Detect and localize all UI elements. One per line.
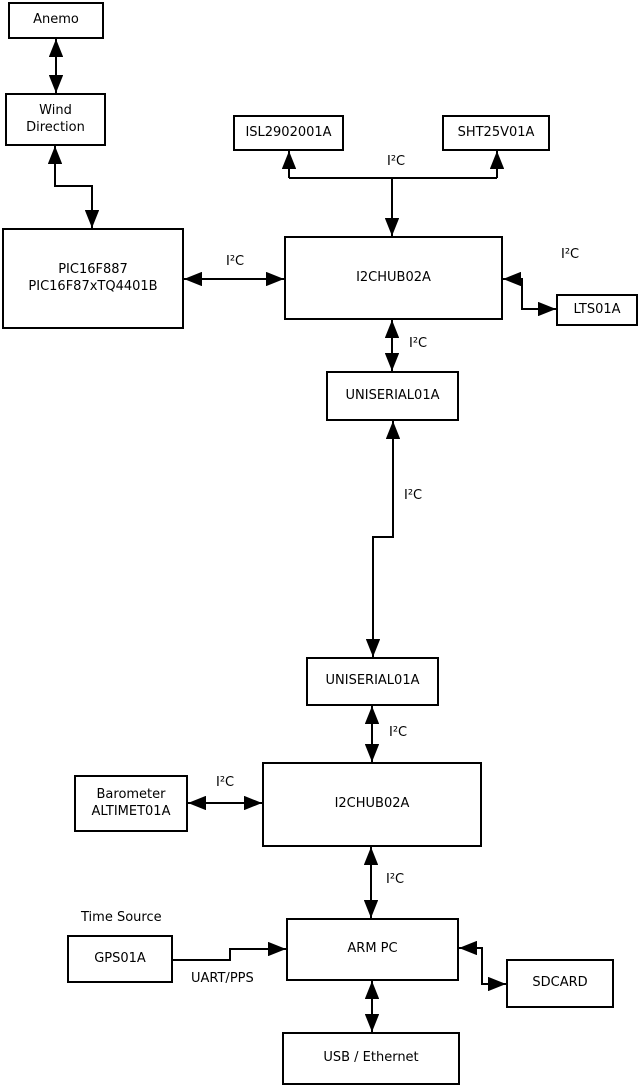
edge-hub1-lts: [503, 271, 556, 317]
edge-label-i2c-hub2-armpc: I²C: [386, 872, 405, 887]
node-arm-pc: ARM PC: [286, 918, 459, 981]
edge-wind-pic: [47, 146, 100, 228]
node-lts01a: LTS01A: [556, 294, 638, 326]
node-gps01a: GPS01A: [67, 935, 173, 983]
node-barometer-altimet01a: Barometer ALTIMET01A: [74, 775, 188, 832]
edge-label-i2c-uniserial-link: I²C: [404, 488, 423, 503]
edge-label-i2c-uniserial-hub2: I²C: [389, 725, 408, 740]
node-i2chub02a-upper: I2CHUB02A: [284, 236, 503, 320]
edge-label-i2c-hub1-uniserial: I²C: [409, 336, 428, 351]
node-sht25v01a: SHT25V01A: [442, 115, 550, 151]
node-uniserial01a-upper: UNISERIAL01A: [326, 371, 459, 421]
node-pic16f887: PIC16F887 PIC16F87xTQ4401B: [2, 228, 184, 329]
edge-label-i2c-pic-hub1: I²C: [226, 254, 245, 269]
node-wind-direction: Wind Direction: [5, 93, 106, 146]
node-i2chub02a-lower: I2CHUB02A: [262, 762, 482, 847]
edge-label-uart-pps: UART/PPS: [191, 971, 254, 986]
edge-uniserial1-uniserial2: [365, 421, 401, 657]
edge-label-i2c-sensors: I²C: [387, 154, 406, 169]
edge-armpc-sdcard: [459, 940, 506, 992]
node-anemo: Anemo: [8, 2, 104, 39]
label-time-source: Time Source: [81, 910, 162, 925]
node-isl2902001a: ISL2902001A: [233, 115, 344, 151]
node-uniserial01a-lower: UNISERIAL01A: [306, 657, 439, 706]
edge-gps-armpc: [173, 941, 286, 961]
edge-label-i2c-baro-hub2: I²C: [216, 775, 235, 790]
node-usb-ethernet: USB / Ethernet: [282, 1032, 460, 1085]
node-sdcard: SDCARD: [506, 959, 614, 1008]
edge-label-i2c-hub1-lts: I²C: [561, 247, 580, 262]
